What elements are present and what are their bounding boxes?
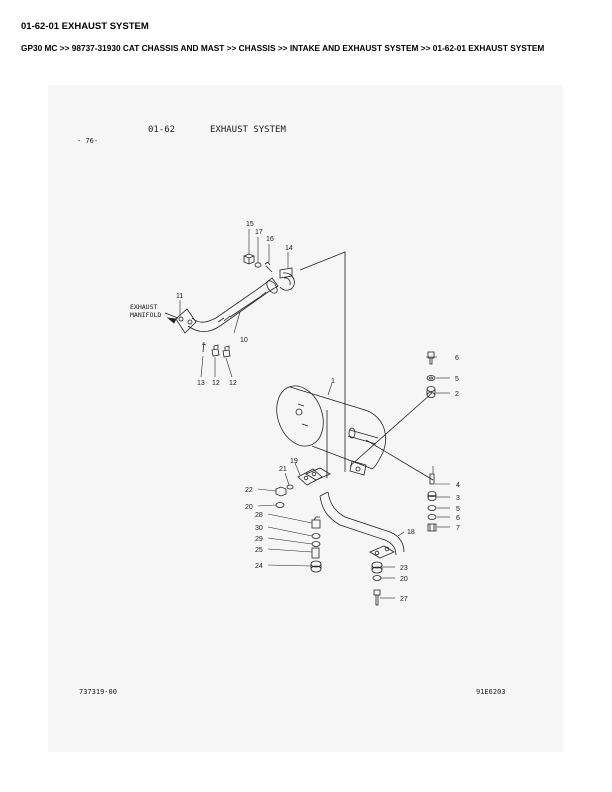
washer-5a bbox=[426, 375, 436, 381]
mount-leader-4 bbox=[365, 439, 434, 481]
callout-10: 10 bbox=[240, 337, 248, 344]
callout-6a: 6 bbox=[455, 355, 459, 362]
callout-28: 28 bbox=[255, 512, 263, 519]
callout-16: 16 bbox=[266, 236, 274, 243]
callout-3a: 3 bbox=[456, 495, 460, 502]
washer-5b bbox=[427, 505, 437, 511]
manifold-arrow bbox=[166, 317, 177, 324]
nut-22 bbox=[275, 486, 287, 497]
callout-17: 17 bbox=[255, 229, 263, 236]
gasket-19 bbox=[297, 468, 323, 486]
callout-30: 30 bbox=[255, 525, 263, 532]
callout-22: 22 bbox=[245, 487, 253, 494]
washer-20b bbox=[372, 575, 382, 581]
manifold-flange bbox=[175, 308, 197, 334]
exhaust-pipe-10 bbox=[187, 277, 279, 333]
nut-12b bbox=[222, 345, 231, 358]
bracket-28 bbox=[311, 516, 321, 529]
mount-leader-2 bbox=[349, 392, 433, 467]
callout-5a: 5 bbox=[455, 376, 459, 383]
callout-27: 27 bbox=[400, 596, 408, 603]
tail-pipe-18 bbox=[319, 491, 405, 559]
sleeve-25 bbox=[311, 547, 320, 559]
callout-15: 15 bbox=[246, 221, 254, 228]
assembly-line-1 bbox=[299, 251, 346, 472]
callout-5b: 5 bbox=[456, 506, 460, 513]
callout-25: 25 bbox=[255, 547, 263, 554]
section-code: 01-62 bbox=[148, 125, 175, 135]
stud-13 bbox=[201, 341, 207, 353]
manifold-label-line2: MANIFOLD bbox=[130, 311, 161, 319]
callout-14: 14 bbox=[285, 245, 293, 252]
callout-11: 11 bbox=[176, 293, 183, 300]
manifold-label-line1: EXHAUST bbox=[130, 303, 157, 311]
mount-23 bbox=[371, 561, 383, 574]
callout-20b: 20 bbox=[400, 576, 408, 583]
callout-1: 1 bbox=[331, 378, 335, 385]
callout-19: 19 bbox=[290, 458, 298, 465]
washer-6b bbox=[427, 514, 437, 520]
bolt-27 bbox=[373, 589, 381, 606]
mount-rubber-3a bbox=[427, 491, 437, 501]
diagram-sheet bbox=[48, 85, 563, 752]
stud-15 bbox=[243, 253, 255, 265]
page-title: 01-62-01 EXHAUST SYSTEM bbox=[21, 21, 149, 32]
nut-12a bbox=[211, 344, 220, 357]
muffler-1 bbox=[276, 385, 387, 481]
washer-17 bbox=[254, 262, 262, 268]
mount-24 bbox=[310, 560, 322, 573]
sleeve-4 bbox=[429, 473, 435, 485]
callout-4: 4 bbox=[456, 482, 460, 489]
bolt-16 bbox=[264, 261, 273, 273]
callout-21: 21 bbox=[279, 466, 287, 473]
page-marker: - 76- bbox=[77, 137, 98, 145]
bolt-6a bbox=[427, 351, 435, 365]
drawing-number: 737319-00 bbox=[79, 688, 117, 696]
washer-20a bbox=[275, 502, 285, 508]
breadcrumb: GP30 MC >> 98737-31930 CAT CHASSIS AND M… bbox=[21, 43, 545, 53]
washer-30 bbox=[311, 533, 321, 539]
callout-23: 23 bbox=[400, 565, 408, 572]
manifold-leader bbox=[164, 312, 179, 319]
callout-7: 7 bbox=[456, 525, 460, 532]
nut-7 bbox=[427, 523, 437, 532]
leader-lines bbox=[179, 229, 450, 599]
callout-6b: 6 bbox=[456, 515, 460, 522]
figure-code: 91E6203 bbox=[476, 688, 506, 696]
washer-21 bbox=[286, 484, 294, 490]
section-title: EXHAUST SYSTEM bbox=[210, 125, 286, 135]
clamp-14 bbox=[279, 267, 295, 291]
mount-rubber-2 bbox=[426, 386, 436, 398]
callout-12b: 12 bbox=[229, 380, 237, 387]
washer-29 bbox=[311, 541, 321, 547]
callout-20a: 20 bbox=[245, 504, 253, 511]
callout-13: 13 bbox=[197, 380, 205, 387]
callout-12a: 12 bbox=[212, 380, 220, 387]
callout-29: 29 bbox=[255, 536, 263, 543]
callout-18: 18 bbox=[407, 529, 415, 536]
callout-24: 24 bbox=[255, 563, 263, 570]
callout-2: 2 bbox=[455, 391, 459, 398]
